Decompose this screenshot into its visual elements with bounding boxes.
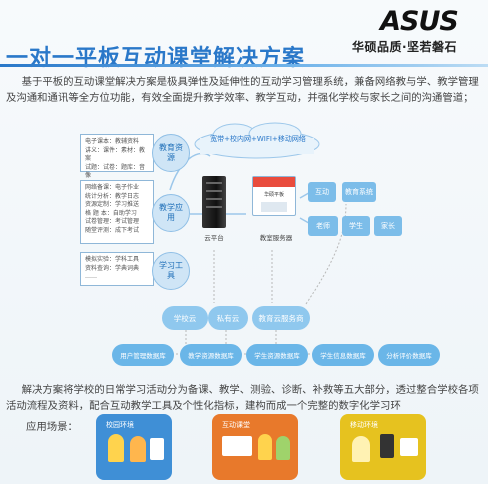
- resource-box-tools: 模拟实验：学科工具 资料查询：学典词典 ……: [80, 252, 154, 286]
- pill-label: 分析评价数据库: [386, 352, 432, 360]
- classroom-platform-icon: 华硕平板: [252, 176, 296, 216]
- scene-classroom: 互动课堂: [212, 414, 298, 480]
- right-node-student: 学生: [342, 216, 370, 236]
- cloud-provider: 教育云服务商: [252, 306, 310, 330]
- brand-slogan: 华硕品质·坚若磐石: [352, 40, 458, 54]
- network-cloud: [194, 122, 320, 159]
- pill-label: 用户管理数据库: [120, 352, 166, 360]
- right-node-interact: 互动: [308, 182, 336, 202]
- resource-line: 随堂评测：成下考试: [85, 226, 140, 234]
- resource-circle-education: 教育资源: [152, 134, 190, 172]
- resource-line: 试题：试卷：题库：音像: [85, 163, 146, 180]
- db-student-resources: 学生资源数据库: [246, 344, 308, 366]
- pill-label: 学生信息数据库: [320, 352, 366, 360]
- resource-line: 试卷管理：考试管理: [85, 218, 140, 225]
- db-teaching: 教学资源数据库: [180, 344, 242, 366]
- resource-line: ……: [85, 273, 97, 280]
- db-student-info: 学生信息数据库: [312, 344, 374, 366]
- resource-circle-label: 教学应用: [159, 203, 183, 222]
- cloud-school: 学校云: [162, 306, 208, 330]
- phone-icon: [380, 434, 394, 458]
- right-node-system: 教育系统: [342, 182, 376, 202]
- resource-line: 资料查询：学典词典: [85, 264, 140, 272]
- scene-title: 校园环境: [106, 421, 134, 429]
- resource-box-education: 电子课本：教辅资料 讲义：课件：素材：教案 试题：试卷：题库：音像: [80, 134, 154, 179]
- scene-mobile: 移动环境: [340, 414, 426, 480]
- right-node-label: 老师: [316, 222, 330, 230]
- right-node-teacher: 老师: [308, 216, 338, 236]
- resource-line: 资源定制：学习推送: [85, 201, 140, 208]
- resource-circle-label: 教育资源: [159, 143, 183, 162]
- right-node-label: 教育系统: [345, 188, 373, 196]
- resource-box-teaching: 网络备课：电子作业 统计分析：教学日志 资源定制：学习推送 格 题 本：自助学习…: [80, 180, 154, 244]
- server-label: 云平台: [204, 234, 224, 242]
- resource-line: 格 题 本：自助学习: [85, 209, 137, 217]
- title-divider: [0, 64, 488, 67]
- tablet-icon: [400, 438, 418, 456]
- person-icon: [108, 434, 124, 462]
- platform-label: 教室服务器: [259, 234, 293, 242]
- pill-label: 教学资源数据库: [188, 352, 234, 360]
- scene-title: 互动课堂: [222, 421, 250, 429]
- resource-line: 讲义：课件：素材：教案: [85, 146, 146, 163]
- network-cloud-label: 宽带+校内网+WIFI+移动网络: [210, 135, 306, 143]
- resource-circle-tools: 学习工具: [152, 252, 190, 290]
- intro-paragraph: 基于平板的互动课堂解决方案是极具弹性及延伸性的互动学习管理系统，兼备网络教与学、…: [6, 76, 479, 104]
- pill-label: 学校云: [173, 313, 197, 323]
- person-icon: [276, 436, 290, 460]
- resource-line: 统计分析：教学日志: [85, 192, 140, 200]
- resource-line: 电子课本：教辅资料: [85, 138, 140, 145]
- board-icon: [222, 436, 252, 456]
- page-title: 一对一平板互动课堂解决方案: [6, 46, 306, 71]
- pill-label: 教育云服务商: [258, 313, 304, 323]
- asus-logo-text: ASUS: [378, 6, 458, 34]
- pill-label: 学生资源数据库: [254, 352, 300, 360]
- scenes-label: 应用场景：: [26, 421, 78, 433]
- tablet-icon: [150, 438, 164, 460]
- scene-title: 移动环境: [350, 421, 378, 429]
- right-node-label: 互动: [315, 188, 329, 196]
- cloud-private: 私有云: [208, 306, 248, 330]
- resource-line: 模拟实验：学科工具: [85, 256, 140, 263]
- solution-description: 解决方案将学校的日常学习活动分为备课、教学、测验、诊断、补救等五大部分，透过整合…: [6, 384, 479, 412]
- right-node-label: 家长: [381, 222, 395, 230]
- right-node-label: 学生: [349, 222, 363, 230]
- person-icon: [130, 436, 146, 462]
- pill-label: 私有云: [216, 313, 240, 323]
- db-analysis: 分析评价数据库: [378, 344, 440, 366]
- scene-campus: 校园环境: [96, 414, 172, 480]
- right-node-parent: 家长: [374, 216, 402, 236]
- platform-screen-text: 华硕平板: [263, 192, 284, 198]
- resource-circle-label: 学习工具: [159, 261, 183, 280]
- person-icon: [258, 434, 272, 460]
- resource-circle-teaching: 教学应用: [152, 194, 190, 232]
- db-users: 用户管理数据库: [112, 344, 174, 366]
- server-icon: [202, 176, 226, 228]
- person-icon: [352, 436, 370, 462]
- asus-logo: ASUS: [378, 6, 459, 34]
- resource-line: 网络备课：电子作业: [85, 184, 140, 191]
